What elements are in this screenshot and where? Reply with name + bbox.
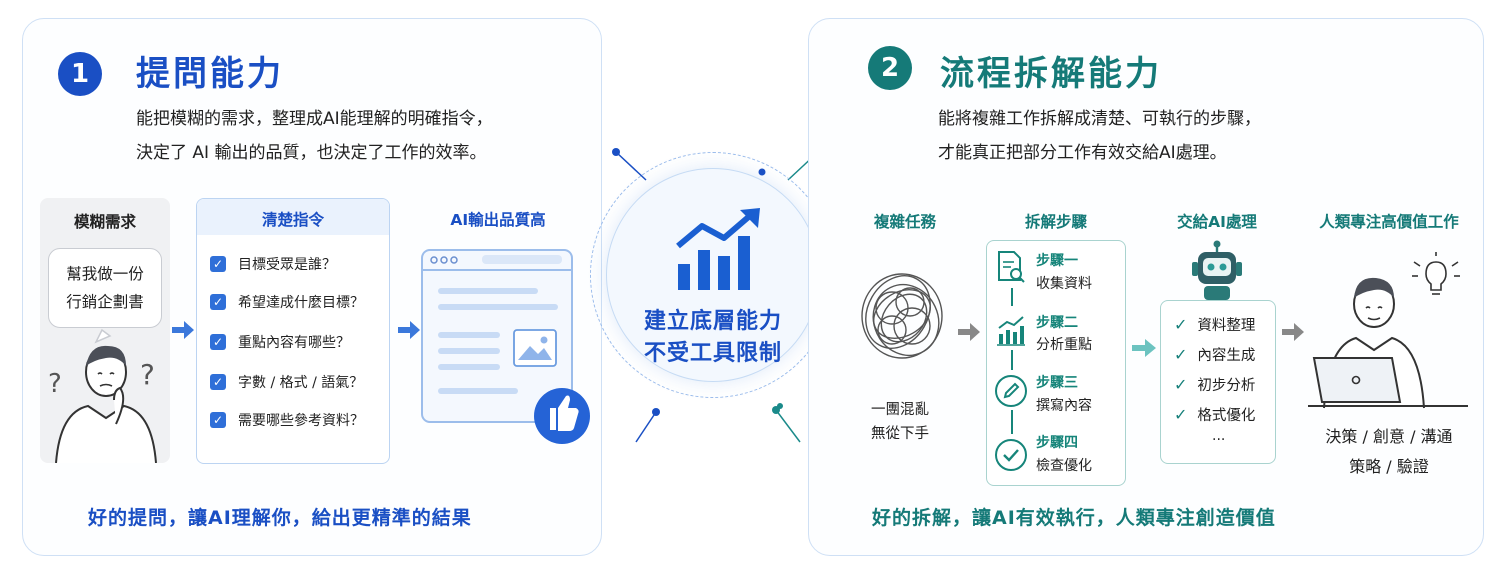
ai-task-label: 資料整理 xyxy=(1197,318,1256,334)
center-circle xyxy=(606,168,820,382)
checklist-label: 目標受眾是誰？ xyxy=(238,257,336,273)
clear-instruction-header xyxy=(197,199,389,235)
checklist-label: 字數 / 格式 / 語氣？ xyxy=(238,375,364,391)
human-work-text: 決策 / 創意 / 溝通 策略 / 驗證 xyxy=(1306,422,1472,482)
section-number-badge: 1 xyxy=(58,52,102,96)
description-line: 決定了 AI 輸出的品質，也決定了工作的效率。 xyxy=(136,143,487,163)
section-description: 能把模糊的需求，整理成AI能理解的明確指令， 決定了 AI 輸出的品質，也決定了… xyxy=(136,102,493,170)
step-title: 步驟二 xyxy=(1036,315,1078,331)
step-desc: 檢查優化 xyxy=(1036,458,1092,474)
step-title: 步驟一 xyxy=(1036,253,1078,269)
section-title: 提問能力 xyxy=(136,54,284,94)
ai-handle-card xyxy=(1160,300,1276,464)
check-circle-icon xyxy=(995,439,1027,471)
step-connector xyxy=(1011,410,1013,434)
ai-task-label: 初步分析 xyxy=(1197,378,1256,394)
speech-bubble: 幫我做一份 行銷企劃書 xyxy=(48,248,162,328)
ai-task-list: ✓ 資料整理 ✓ 內容生成 ✓ 初步分析 ✓ 格式優化 ... xyxy=(1160,300,1276,464)
ai-task-item: ✓ 內容生成 xyxy=(1174,344,1255,365)
ai-task-label: 格式優化 xyxy=(1197,408,1256,424)
arrow-right-icon xyxy=(172,321,194,339)
section-description: 能將複雜工作拆解成清楚、可執行的步驟， 才能真正把部分工作有效交給AI處理。 xyxy=(938,102,1261,170)
clear-instruction-card xyxy=(196,198,390,464)
center-text-line: 建立底層能力 xyxy=(643,309,782,334)
step-title: 步驟三 xyxy=(1036,375,1078,391)
checklist: ✓ 目標受眾是誰？ ✓ 希望達成什麼目標？ ✓ 重點內容有哪些？ ✓ 字數 / 格式 /… xyxy=(196,198,390,464)
checklist-item: ✓ 需要哪些參考資料？ xyxy=(210,410,364,430)
growth-chart-icon xyxy=(676,208,760,290)
checkbox-icon: ✓ xyxy=(210,412,226,428)
vague-need-heading: 模糊需求 xyxy=(73,213,136,231)
bubble-text: 行銷企劃書 xyxy=(66,293,144,311)
svg-text:?: ? xyxy=(48,369,62,399)
checklist-label: 重點內容有哪些？ xyxy=(238,335,350,351)
section-title: 流程拆解能力 xyxy=(940,54,1162,94)
ai-task-item: ✓ 資料整理 xyxy=(1174,314,1255,335)
checklist-label: 希望達成什麼目標？ xyxy=(238,295,364,311)
bar-trend-icon xyxy=(997,316,1025,346)
tangled-mess-icon xyxy=(861,273,943,359)
step-title: 步驟四 xyxy=(1036,435,1078,451)
ai-task-item: ✓ 格式優化 xyxy=(1174,404,1255,425)
robot-icon xyxy=(1192,240,1242,300)
center-text: 建立底層能力 不受工具限制 xyxy=(606,306,820,370)
confused-person-icon: ? ? xyxy=(48,328,157,463)
pen-icon xyxy=(995,375,1027,407)
step-connector xyxy=(1011,350,1013,370)
arrow-right-icon xyxy=(958,323,980,341)
check-icon: ✓ xyxy=(1174,315,1188,334)
arrow-right-icon xyxy=(398,321,420,339)
check-icon: ✓ xyxy=(1174,405,1188,424)
step-desc: 收集資料 xyxy=(1036,276,1092,292)
human-work-line: 策略 / 驗證 xyxy=(1349,457,1429,476)
breakdown-heading: 拆解步驟 xyxy=(1024,213,1087,231)
section-number-badge: 2 xyxy=(868,46,912,90)
checkbox-icon: ✓ xyxy=(210,256,226,272)
step-desc: 分析重點 xyxy=(1036,337,1092,353)
checklist-item: ✓ 目標受眾是誰？ xyxy=(210,254,336,274)
ai-output-heading: AI輸出品質高 xyxy=(450,211,546,229)
ai-task-item: ✓ 初步分析 xyxy=(1174,374,1255,395)
human-work-line: 決策 / 創意 / 溝通 xyxy=(1325,427,1453,446)
checkbox-icon: ✓ xyxy=(210,374,226,390)
bubble-text: 幫我做一份 xyxy=(66,265,144,283)
document-search-icon xyxy=(998,251,1025,283)
checklist-item: ✓ 希望達成什麼目標？ xyxy=(210,292,364,312)
checkbox-icon: ✓ xyxy=(210,294,226,310)
description-line: 能把模糊的需求，整理成AI能理解的明確指令， xyxy=(136,109,493,129)
step-desc: 撰寫內容 xyxy=(1036,398,1092,414)
ai-handle-heading: 交給AI處理 xyxy=(1177,213,1257,231)
ai-task-more: ... xyxy=(1212,428,1226,444)
left-footer: 好的提問，讓AI理解你，給出更精準的結果 xyxy=(88,507,472,529)
step-connector xyxy=(1011,288,1013,306)
svg-text:?: ? xyxy=(140,358,155,391)
arrow-right-icon xyxy=(1282,323,1304,341)
clear-instruction-heading: 清楚指令 xyxy=(261,211,324,229)
complex-task-heading: 複雜任務 xyxy=(873,213,936,231)
description-line: 才能真正把部分工作有效交給AI處理。 xyxy=(938,143,1227,163)
checkbox-icon: ✓ xyxy=(210,334,226,350)
ai-task-label: 內容生成 xyxy=(1197,348,1256,364)
right-footer: 好的拆解，讓AI有效執行，人類專注創造價值 xyxy=(872,507,1276,529)
checklist-item: ✓ 字數 / 格式 / 語氣？ xyxy=(210,372,363,392)
human-work-heading: 人類專注高價值工作 xyxy=(1319,213,1459,231)
description-line: 能將複雜工作拆解成清楚、可執行的步驟， xyxy=(938,109,1261,129)
complex-task-text: 一團混亂 無從下手 xyxy=(850,398,950,446)
check-icon: ✓ xyxy=(1174,375,1188,394)
complex-task-line: 無從下手 xyxy=(871,426,929,442)
checklist-item: ✓ 重點內容有哪些？ xyxy=(210,332,350,352)
check-icon: ✓ xyxy=(1174,345,1188,364)
browser-window-icon xyxy=(421,249,590,444)
complex-task-line: 一團混亂 xyxy=(871,402,929,418)
checklist-label: 需要哪些參考資料？ xyxy=(238,413,364,429)
arrow-right-icon xyxy=(1132,339,1156,357)
person-laptop-icon xyxy=(1308,252,1468,409)
center-text-line: 不受工具限制 xyxy=(643,341,782,366)
